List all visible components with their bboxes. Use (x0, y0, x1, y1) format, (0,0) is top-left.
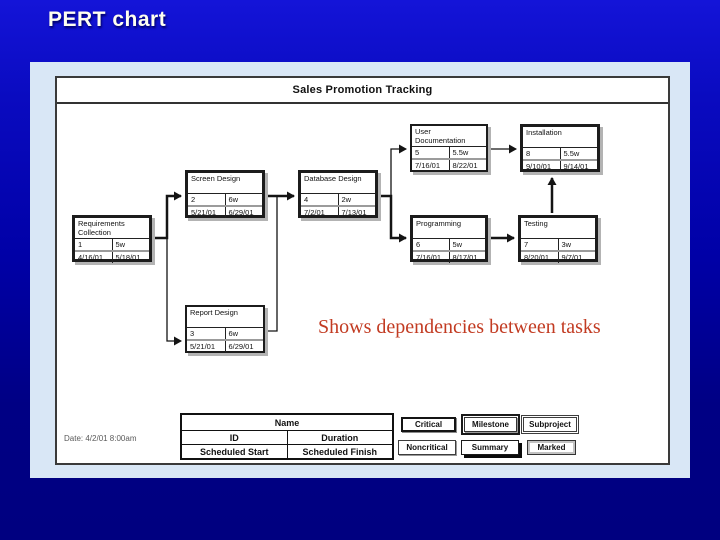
task-node-requirements-collection[interactable]: Requirements Collection 1 5w 4/16/01 5/1… (72, 215, 152, 263)
task-duration: 6w (228, 195, 239, 204)
legend-key-duration: Duration (321, 432, 359, 443)
task-finish: 8/17/01 (452, 253, 478, 262)
task-node-user-documentation[interactable]: User Documentation 5 5.5w 7/16/01 8/22/0… (410, 124, 488, 172)
task-duration: 5.5w (563, 149, 580, 158)
legend-key-id: ID (182, 431, 288, 445)
legend-button-critical[interactable]: Critical (401, 417, 456, 432)
task-duration: 6w (228, 329, 239, 338)
task-start: 9/10/01 (523, 161, 561, 172)
task-id: 5 (412, 147, 450, 158)
task-duration: 2w (341, 195, 352, 204)
task-id: 7 (521, 239, 559, 250)
task-start: 7/2/01 (301, 207, 339, 218)
task-node-database-design[interactable]: Database Design 4 2w 7/2/01 7/13/01 (298, 170, 378, 218)
task-start: 5/21/01 (188, 207, 226, 218)
task-duration: 5w (115, 240, 126, 249)
task-node-testing[interactable]: Testing 7 3w 8/20/01 9/7/01 (518, 215, 598, 263)
task-finish: 9/14/01 (563, 162, 589, 171)
task-finish: 5/18/01 (115, 253, 141, 262)
task-node-installation[interactable]: Installation 8 5.5w 9/10/01 9/14/01 (520, 124, 600, 172)
task-start: 7/16/01 (413, 252, 450, 263)
legend-button-subproject[interactable]: Subproject (521, 415, 579, 434)
task-duration: 5w (452, 240, 463, 249)
legend-key-name: Name (182, 415, 392, 432)
task-id: 1 (75, 239, 113, 250)
task-node-report-design[interactable]: Report Design 3 6w 5/21/01 6/29/01 (185, 305, 265, 353)
chart-title: Sales Promotion Tracking (292, 84, 433, 96)
task-start: 5/21/01 (187, 341, 226, 352)
task-id: 2 (188, 194, 226, 205)
task-name: Requirements Collection (75, 218, 149, 239)
task-id: 3 (187, 328, 226, 339)
task-id: 4 (301, 194, 339, 205)
task-finish: 8/22/01 (452, 161, 478, 170)
legend-key-table: Name ID Duration Scheduled Start Schedul… (180, 413, 394, 460)
task-id: 6 (413, 239, 450, 250)
task-node-screen-design[interactable]: Screen Design 2 6w 5/21/01 6/29/01 (185, 170, 265, 218)
legend-key-finish: Scheduled Finish (302, 446, 377, 457)
task-node-programming[interactable]: Programming 6 5w 7/16/01 8/17/01 (410, 215, 488, 263)
task-name: Installation (523, 127, 597, 148)
slide-caption: Shows dependencies between tasks (318, 316, 601, 338)
task-finish: 6/29/01 (228, 342, 254, 351)
slide-title: PERT chart (48, 8, 167, 31)
task-finish: 6/29/01 (228, 208, 254, 217)
chart-header: Sales Promotion Tracking (57, 78, 668, 104)
task-duration: 3w (561, 240, 572, 249)
task-start: 4/16/01 (75, 252, 113, 263)
task-finish: 9/7/01 (561, 253, 583, 262)
task-name: Database Design (301, 173, 375, 194)
legend-key-start: Scheduled Start (182, 445, 288, 458)
chart-date-label: Date: 4/2/01 8:00am (64, 434, 137, 443)
legend-button-milestone[interactable]: Milestone (461, 414, 520, 435)
task-start: 8/20/01 (521, 252, 559, 263)
legend-button-marked[interactable]: Marked (527, 440, 576, 455)
task-finish: 7/13/01 (341, 208, 367, 217)
task-name: Programming (413, 218, 485, 239)
task-name: Testing (521, 218, 595, 239)
legend-button-noncritical[interactable]: Noncritical (398, 440, 456, 455)
task-duration: 5.5w (452, 148, 469, 157)
legend-button-summary[interactable]: Summary (461, 440, 519, 455)
task-name: Screen Design (188, 173, 262, 194)
task-id: 8 (523, 148, 561, 159)
task-name: User Documentation (412, 126, 486, 147)
task-start: 7/16/01 (412, 160, 450, 171)
task-name: Report Design (187, 307, 263, 328)
